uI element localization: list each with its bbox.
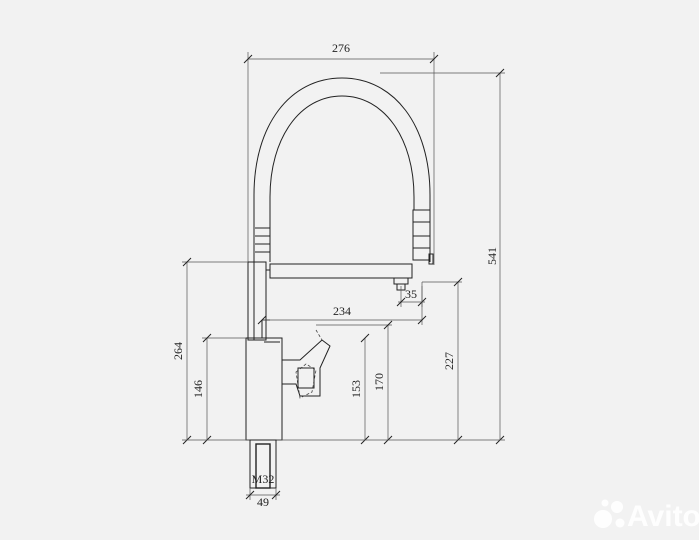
dim-lever-reach: 234: [257, 282, 427, 325]
label-base-diameter: 49: [257, 495, 269, 509]
label-body-height: 264: [171, 342, 185, 360]
spout-arm: [266, 263, 413, 291]
label-total-height: 541: [485, 247, 499, 265]
avito-dots-icon: [594, 499, 625, 528]
label-lever-reach: 234: [333, 304, 351, 318]
dim-total-width: 276: [243, 41, 439, 265]
dim-total-height: 541: [380, 68, 505, 445]
faucet-body: [245, 261, 283, 441]
label-spout-bottom-height: 227: [442, 352, 456, 370]
avito-watermark: Avito: [594, 499, 699, 533]
label-lever-height: 146: [191, 380, 205, 398]
dim-lever-height: 146: [191, 333, 246, 445]
dim-body-height: 264: [171, 257, 248, 445]
lever-handle: [282, 329, 331, 399]
label-total-width: 276: [332, 41, 350, 55]
mounting-shank: M32: [249, 439, 277, 489]
dim-handle: 153 170: [316, 320, 393, 445]
label-handle-height: 153: [349, 380, 363, 398]
avito-brand-text: Avito: [627, 500, 699, 533]
label-spout-offset: 35: [405, 287, 417, 301]
dim-spout-bottom: 227: [422, 277, 463, 445]
dim-base-diameter: 49: [245, 488, 281, 509]
dim-spout-offset: 35: [396, 286, 427, 307]
label-handle-top-height: 170: [372, 373, 386, 391]
gooseneck-spout: [253, 77, 434, 265]
label-thread: M32: [252, 472, 275, 486]
